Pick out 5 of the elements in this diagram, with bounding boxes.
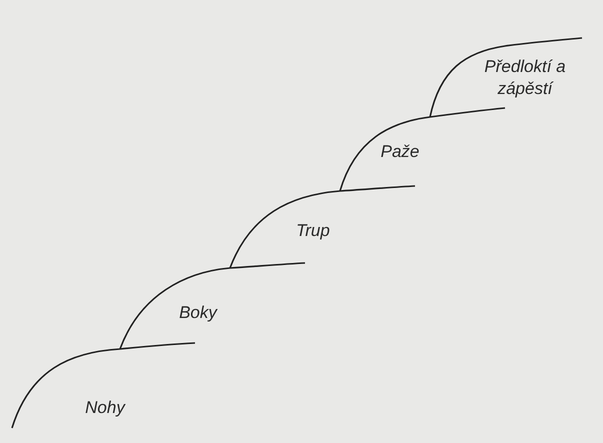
step-label: Boky xyxy=(178,302,219,324)
step-label: Nohy xyxy=(84,397,127,419)
step-label: Předloktí a zápěstí xyxy=(483,56,567,100)
step-label: Paže xyxy=(380,141,420,163)
step-label: Trup xyxy=(295,220,331,242)
